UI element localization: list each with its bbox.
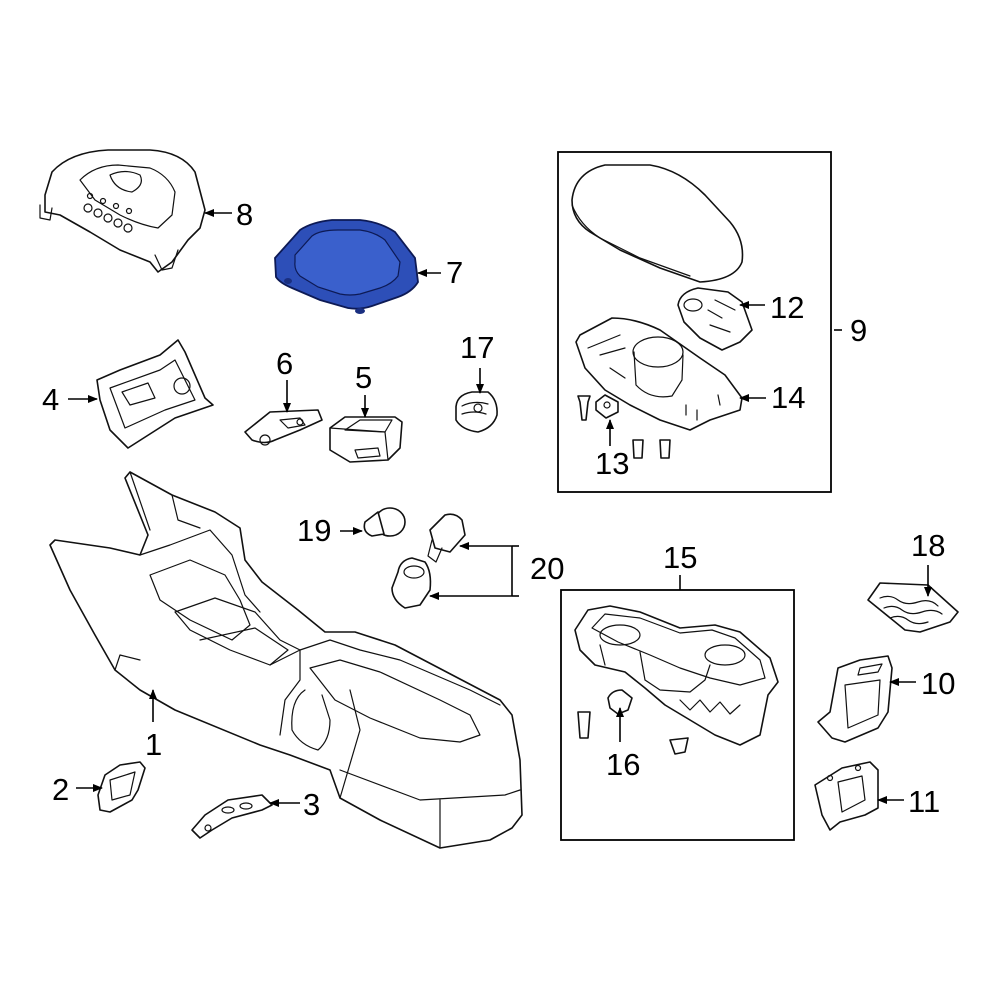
part-3-bracket[interactable] <box>191 794 273 839</box>
part-9-armrest-lid[interactable] <box>571 164 744 283</box>
callout-17: 17 <box>460 330 494 365</box>
callout-13: 13 <box>595 446 629 481</box>
callout-10: 10 <box>921 666 955 701</box>
group-box-15 <box>560 589 795 841</box>
part-9-fasteners[interactable] <box>577 395 671 459</box>
callout-6: 6 <box>276 346 293 381</box>
callout-7: 7 <box>446 255 463 290</box>
part-10-bracket[interactable] <box>817 655 893 743</box>
group-box-9 <box>557 151 832 493</box>
callout-labels: 8 7 4 6 5 17 19 20 1 2 3 9 12 14 13 15 1… <box>42 197 955 822</box>
part-6-bracket[interactable] <box>244 409 323 446</box>
part-16-clip[interactable] <box>577 689 689 755</box>
callout-9: 9 <box>850 313 867 348</box>
part-4-trim-panel[interactable] <box>96 339 214 449</box>
part-13-screw[interactable] <box>595 394 619 419</box>
callout-12: 12 <box>770 290 804 325</box>
callout-1: 1 <box>145 727 162 762</box>
part-8-shift-bezel[interactable] <box>39 149 206 273</box>
callout-18: 18 <box>911 528 945 563</box>
part-2-clip[interactable] <box>97 761 146 813</box>
part-14-armrest-base[interactable] <box>575 317 743 431</box>
callout-14: 14 <box>771 380 805 415</box>
part-17-knob[interactable] <box>455 391 498 433</box>
part-19-plug[interactable] <box>363 507 406 537</box>
callout-8: 8 <box>236 197 253 232</box>
part-1-console-body[interactable] <box>49 471 523 849</box>
callout-3: 3 <box>303 787 320 822</box>
callout-5: 5 <box>355 360 372 395</box>
callout-20: 20 <box>530 551 564 586</box>
part-12-hinge[interactable] <box>677 287 753 351</box>
part-11-bracket[interactable] <box>814 761 879 831</box>
part-20-lighter-socket[interactable] <box>391 513 466 609</box>
leader-lines <box>68 209 932 807</box>
part-5-ashtray[interactable] <box>329 416 403 463</box>
callout-4: 4 <box>42 382 59 417</box>
callout-16: 16 <box>606 747 640 782</box>
callout-11: 11 <box>908 784 940 819</box>
callout-2: 2 <box>52 772 69 807</box>
callout-15: 15 <box>663 540 697 575</box>
callout-19: 19 <box>297 513 331 548</box>
part-15-cup-holder[interactable] <box>574 605 779 746</box>
part-7-console-mat-highlighted[interactable] <box>274 219 419 314</box>
part-18-mat[interactable] <box>867 582 959 633</box>
